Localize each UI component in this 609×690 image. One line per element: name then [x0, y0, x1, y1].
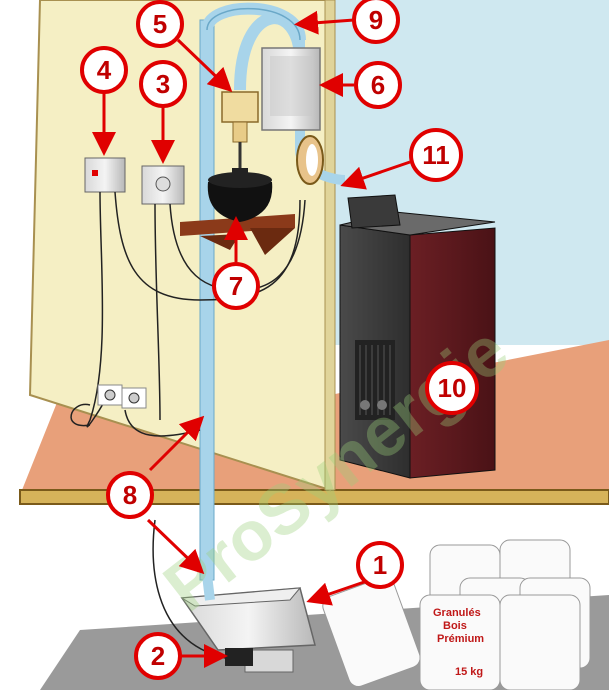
bag-weight: 15 kg — [455, 666, 483, 678]
cyclone-separator — [221, 91, 259, 123]
callout-9: 9 — [352, 0, 400, 44]
callout-label-5: 5 — [153, 9, 167, 39]
callout-label-11: 11 — [422, 140, 450, 170]
pellet-bags — [322, 539, 591, 690]
callout-3: 3 — [139, 60, 187, 108]
floor-slab — [19, 489, 609, 505]
callout-5: 5 — [136, 0, 184, 48]
cable-1 — [86, 191, 106, 428]
callout-6: 6 — [354, 61, 402, 109]
bag-line3: Prémium — [437, 633, 484, 645]
switch-box — [84, 157, 126, 193]
callout-11: 11 — [409, 128, 463, 182]
callout-label-9: 9 — [369, 5, 383, 35]
callout-label-10: 10 — [438, 373, 467, 403]
callout-label-4: 4 — [97, 55, 112, 85]
callout-label-8: 8 — [123, 480, 137, 510]
stove-side — [409, 227, 496, 479]
callout-label-1: 1 — [373, 550, 387, 580]
callout-arrows — [92, 10, 411, 668]
callout-label-7: 7 — [229, 271, 243, 301]
callout-1: 1 — [356, 541, 404, 589]
callout-label-2: 2 — [151, 641, 165, 671]
stove-lid — [347, 194, 401, 229]
callout-label-3: 3 — [156, 69, 170, 99]
pellet-motor — [225, 648, 253, 666]
callout-10: 10 — [425, 361, 479, 415]
stove-grille — [355, 340, 395, 420]
bag-line2: Bois — [443, 620, 467, 632]
callout-4: 4 — [80, 46, 128, 94]
callout-7: 7 — [212, 262, 260, 310]
bag-brand: Granulés — [433, 607, 481, 619]
callout-label-6: 6 — [371, 70, 385, 100]
callout-8: 8 — [106, 471, 154, 519]
wall-edge — [324, 0, 336, 491]
callout-2: 2 — [134, 632, 182, 680]
cable-3 — [154, 203, 161, 421]
buffer-hopper — [207, 182, 273, 222]
